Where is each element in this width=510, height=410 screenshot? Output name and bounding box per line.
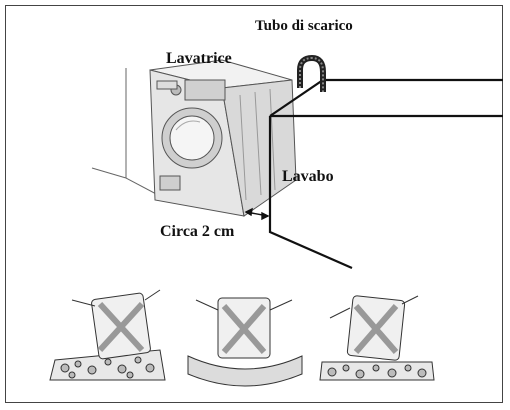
- washing-machine: [149, 59, 297, 217]
- rocky-floor-figure: [319, 295, 435, 381]
- sagging-floor-figure: [187, 297, 303, 387]
- room-wall: [91, 68, 161, 197]
- sink-label: Lavabo: [282, 168, 334, 185]
- uneven-floor-figure: [49, 289, 166, 381]
- drain-hose: [297, 54, 326, 92]
- drain-hose-label: Tubo di scarico: [255, 18, 353, 34]
- distance-arrow: [244, 207, 270, 221]
- washing-machine-label: Lavatrice: [166, 50, 232, 67]
- distance-label: Circa 2 cm: [160, 223, 235, 240]
